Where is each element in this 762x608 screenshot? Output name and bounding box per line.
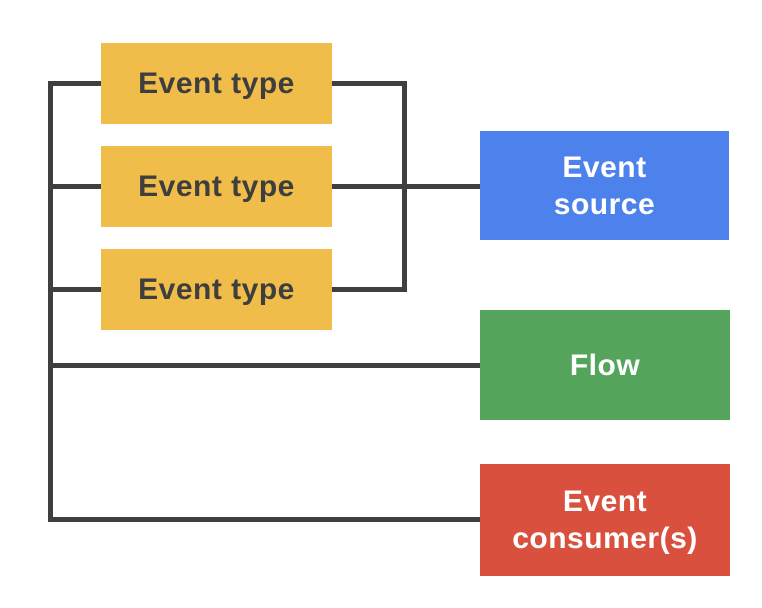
node-event-type-1: Event type bbox=[101, 43, 332, 124]
connector-event-type-3-left bbox=[48, 287, 101, 292]
node-event-type-1-label: Event type bbox=[138, 67, 295, 100]
node-event-type-3: Event type bbox=[101, 249, 332, 330]
node-event-type-2: Event type bbox=[101, 146, 332, 227]
connector-to-event-consumer bbox=[48, 517, 480, 522]
connector-event-type-2-left bbox=[48, 184, 101, 189]
node-flow: Flow bbox=[480, 310, 730, 420]
connector-event-type-1-left bbox=[48, 81, 101, 86]
node-event-source: Event source bbox=[480, 131, 729, 240]
node-event-consumer-label: Event consumer(s) bbox=[512, 485, 698, 555]
connector-event-type-1-right bbox=[332, 81, 407, 86]
node-event-type-2-label: Event type bbox=[138, 170, 295, 203]
node-event-type-3-label: Event type bbox=[138, 273, 295, 306]
connector-to-event-source bbox=[332, 184, 480, 189]
node-event-consumer: Event consumer(s) bbox=[480, 464, 730, 576]
connector-left-spine bbox=[48, 81, 53, 522]
connector-event-type-3-right bbox=[332, 287, 407, 292]
node-flow-label: Flow bbox=[569, 348, 641, 382]
connector-to-flow bbox=[48, 363, 480, 368]
node-event-source-label: Event source bbox=[553, 150, 656, 221]
